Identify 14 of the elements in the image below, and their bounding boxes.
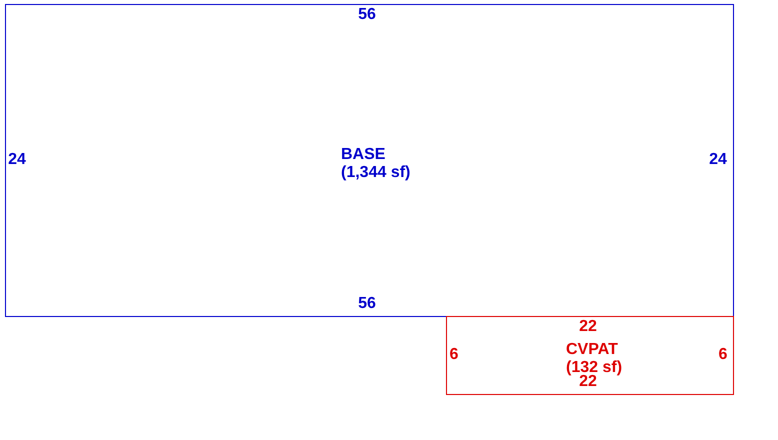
room-outline xyxy=(446,316,734,395)
dimension-label: 22 xyxy=(579,373,597,391)
room-name: CVPAT xyxy=(566,341,618,359)
dimension-label: 22 xyxy=(579,318,597,336)
dimension-label: 6 xyxy=(450,346,458,364)
area-label: (1,344 sf) xyxy=(341,164,410,182)
dimension-label: 24 xyxy=(709,151,727,169)
room-name: BASE xyxy=(341,146,386,164)
room-outline xyxy=(5,4,734,317)
area-label: (132 sf) xyxy=(566,359,622,376)
dimension-label: 56 xyxy=(358,6,376,24)
dimension-label: 24 xyxy=(8,151,26,169)
dimension-label: 56 xyxy=(358,295,376,313)
dimension-label: 6 xyxy=(718,346,728,364)
